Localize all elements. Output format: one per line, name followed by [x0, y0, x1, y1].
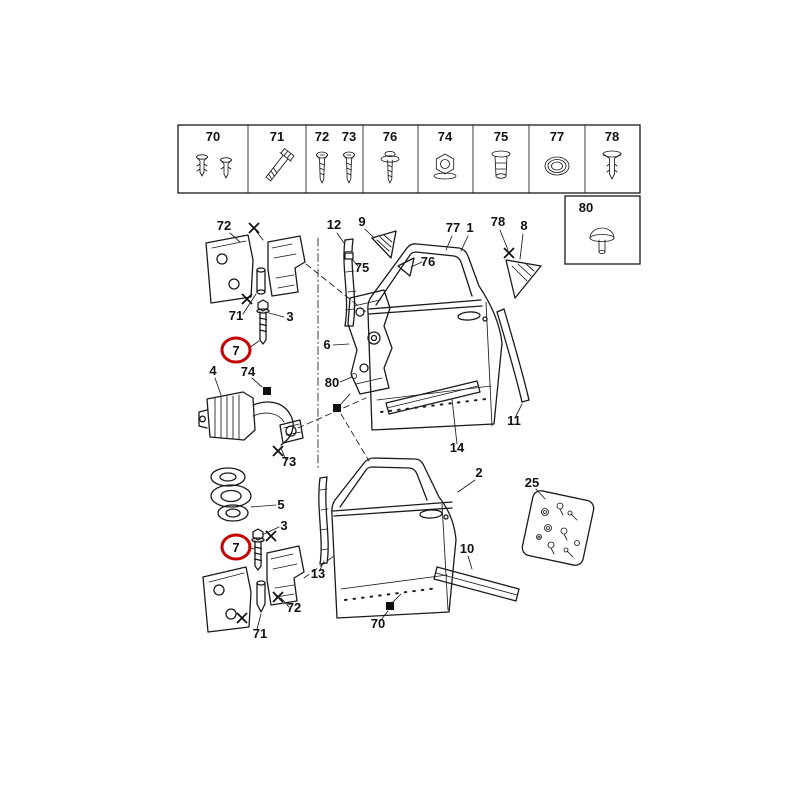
- table-label-73: 73: [342, 129, 356, 144]
- channel-plug-75: [344, 252, 354, 260]
- callout-76: 76: [421, 254, 435, 269]
- callout-9: 9: [358, 214, 365, 229]
- upper-hinge-hatching: [271, 243, 297, 289]
- callout-71-top: 71: [229, 308, 243, 323]
- module-hatching: [353, 299, 383, 385]
- callout-80: 80: [325, 375, 339, 390]
- table-label-74: 74: [438, 129, 453, 144]
- callout-78: 78: [491, 214, 505, 229]
- screw-with-washer-icon: [380, 150, 400, 184]
- corner-trim-9: [371, 230, 397, 259]
- side-box-frame: [564, 195, 641, 265]
- screw-icon: [343, 151, 355, 184]
- corner-trim-8: [505, 259, 542, 299]
- callout-3-bottom: 3: [280, 518, 287, 533]
- callout-2: 2: [475, 465, 482, 480]
- attachment-square-70: [386, 602, 394, 610]
- lower-hinge-assembly: [202, 545, 305, 633]
- callout-14: 14: [450, 440, 465, 455]
- front-window-channel: [343, 238, 357, 327]
- trim-clip-pair-icon: [196, 154, 232, 179]
- upper-hinge-bolt: [256, 299, 270, 345]
- door-check-strap: [198, 391, 304, 446]
- attachment-square-80: [333, 404, 341, 412]
- plug-spacer-icon: [491, 150, 511, 179]
- callout-70: 70: [371, 616, 385, 631]
- rear-door-moulding-10: [433, 566, 520, 602]
- callout-73: 73: [282, 454, 296, 469]
- fastener-reference-marks: [236, 222, 515, 624]
- lower-hinge-bolt: [251, 528, 265, 571]
- callout-13: 13: [311, 566, 325, 581]
- assembly-alignment-lines: [297, 237, 370, 579]
- push-rivet-icon: [602, 150, 622, 180]
- callout-5: 5: [277, 497, 284, 512]
- fastener-table-frame: [177, 124, 641, 194]
- channel-hatching: [343, 250, 357, 311]
- torque-highlight-circle-bottom: [220, 533, 252, 561]
- callout-7-bottom: 7: [232, 540, 239, 555]
- callout-72-bottom: 72: [287, 600, 301, 615]
- callout-10: 10: [460, 541, 474, 556]
- grommet-stack: [210, 467, 252, 522]
- clip-kit-bag: [521, 490, 595, 566]
- callout-7-top: 7: [232, 343, 239, 358]
- callout-77: 77: [446, 220, 460, 235]
- leader-lines: [214, 228, 546, 630]
- lower-hinge-hatching: [270, 553, 298, 598]
- callout-75: 75: [355, 260, 369, 275]
- rear-door-shell: [331, 457, 457, 619]
- screw-icon: [316, 151, 328, 184]
- callout-6: 6: [323, 337, 330, 352]
- upper-hinge-assembly: [205, 234, 306, 304]
- callout-8: 8: [520, 218, 527, 233]
- callout-12: 12: [327, 217, 341, 232]
- rear-window-channel-13: [318, 476, 329, 565]
- corner-trim-hatching: [376, 234, 393, 252]
- table-label-72: 72: [315, 129, 329, 144]
- table-label-80: 80: [579, 200, 593, 215]
- callout-11: 11: [507, 413, 521, 428]
- door-hinge-reinforcement-module: [347, 289, 393, 395]
- clip-kit-contents: [536, 502, 580, 558]
- table-label-70: 70: [206, 129, 220, 144]
- grommet-ring-icon: [544, 156, 570, 176]
- attachment-square-74: [263, 387, 271, 395]
- corner-trim-8-hatching: [511, 262, 535, 282]
- callout-72-top: 72: [217, 218, 231, 233]
- callout-3-top: 3: [286, 309, 293, 324]
- table-label-76: 76: [383, 129, 397, 144]
- torque-highlight-circle-top: [220, 336, 252, 364]
- callout-74: 74: [241, 364, 256, 379]
- table-label-77: 77: [550, 129, 564, 144]
- callout-25: 25: [525, 475, 539, 490]
- fastener-table: 70 71 72 73 76 74: [177, 124, 641, 194]
- callout-labels: 72 71 3 7 4 74 73 5 3 7 72 71 12 9 75 76…: [209, 214, 539, 641]
- check-strap-spring-lines: [214, 394, 240, 440]
- hex-bolt-icon: [265, 148, 295, 182]
- pillar-strip-11: [496, 308, 530, 403]
- fastener-side-box: 80: [564, 195, 641, 265]
- table-label-71: 71: [270, 129, 284, 144]
- rear-channel-hatching: [319, 488, 329, 551]
- fastener-table-dividers: [247, 124, 586, 194]
- callout-71-bottom: 71: [253, 626, 267, 641]
- flange-nut-icon: [433, 153, 457, 180]
- door-moulding-14: [385, 380, 481, 415]
- dome-head-rivet-icon: [589, 227, 615, 254]
- table-label-75: 75: [494, 129, 508, 144]
- callout-1: 1: [466, 220, 473, 235]
- table-label-78: 78: [605, 129, 619, 144]
- callout-4: 4: [209, 363, 217, 378]
